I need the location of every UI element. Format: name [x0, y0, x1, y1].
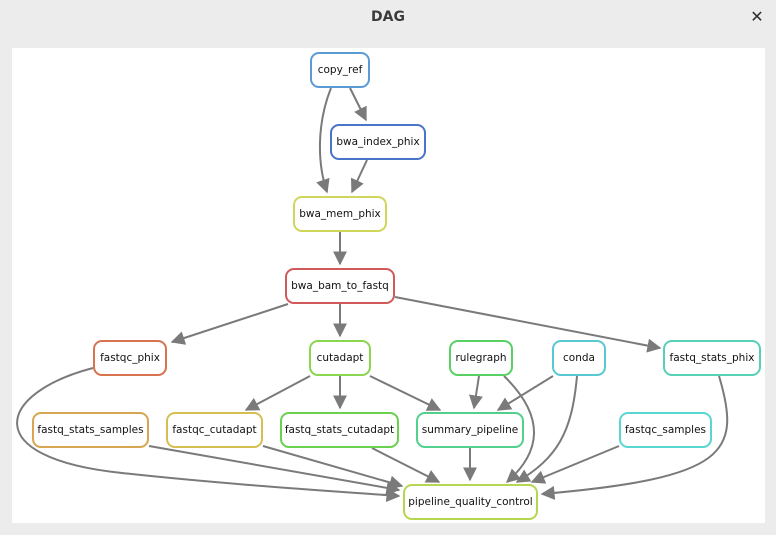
dag-edges — [16, 87, 729, 503]
edge-copy-ref-to-bwa-mem-phix — [316, 87, 332, 194]
edge-cutadapt-to-fastqc-cutadapt — [244, 375, 311, 411]
node-label: bwa_index_phix — [336, 136, 420, 148]
edge-conda-to-summary-pipeline — [496, 375, 554, 411]
node-label: bwa_mem_phix — [299, 208, 381, 220]
close-icon[interactable]: ✕ — [750, 7, 764, 26]
node-label: cutadapt — [316, 352, 364, 364]
node-label: fastqc_cutadapt — [172, 424, 257, 436]
edge-bwa-index-phix-to-bwa-mem-phix — [351, 159, 368, 194]
edge-fastqc-samples-to-pipeline-quality-control — [530, 445, 620, 484]
node-bwa-bam-to-fastq[interactable]: bwa_bam_to_fastq — [285, 268, 395, 304]
node-fastqc-samples[interactable]: fastqc_samples — [619, 412, 712, 448]
node-fastq-stats-cutadapt[interactable]: fastq_stats_cutadapt — [280, 412, 399, 448]
node-pipeline-quality-control[interactable]: pipeline_quality_control — [403, 484, 538, 520]
edge-bwa-bam-to-fastq-to-fastq-stats-phix — [394, 296, 662, 353]
edge-fastq-stats-cutadapt-to-pipeline-quality-control — [371, 447, 441, 483]
node-label: bwa_bam_to_fastq — [291, 280, 389, 292]
node-bwa-index-phix[interactable]: bwa_index_phix — [330, 124, 426, 160]
edge-fastqc-phix-to-pipeline-quality-control — [16, 367, 401, 503]
node-conda[interactable]: conda — [552, 340, 606, 376]
window-title: DAG — [371, 9, 405, 25]
node-fastq-stats-samples[interactable]: fastq_stats_samples — [32, 412, 149, 448]
node-fastq-stats-phix[interactable]: fastq_stats_phix — [663, 340, 761, 376]
edge-copy-ref-to-bwa-index-phix — [349, 87, 367, 122]
edge-bwa-bam-to-fastq-to-fastqc-phix — [170, 303, 289, 345]
edge-fastq-stats-phix-to-pipeline-quality-control — [540, 375, 729, 500]
dag-canvas: copy_ref bwa_index_phix bwa_mem_phix bwa… — [12, 48, 765, 523]
edge-fastqc-cutadapt-to-pipeline-quality-control — [262, 445, 404, 490]
node-label: summary_pipeline — [421, 424, 519, 436]
node-summary-pipeline[interactable]: summary_pipeline — [416, 412, 524, 448]
node-label: conda — [563, 352, 595, 364]
node-bwa-mem-phix[interactable]: bwa_mem_phix — [293, 196, 387, 232]
node-label: rulegraph — [455, 352, 507, 364]
edge-rulegraph-to-summary-pipeline — [469, 375, 483, 410]
edge-cutadapt-to-summary-pipeline — [369, 375, 442, 411]
edge-fastq-stats-samples-to-pipeline-quality-control — [148, 445, 401, 495]
node-label: fastq_stats_phix — [669, 352, 755, 364]
node-label: pipeline_quality_control — [408, 496, 533, 508]
node-copy-ref[interactable]: copy_ref — [310, 52, 370, 88]
node-label: fastqc_samples — [624, 424, 707, 436]
node-label: fastq_stats_samples — [37, 424, 144, 436]
node-fastqc-cutadapt[interactable]: fastqc_cutadapt — [166, 412, 263, 448]
node-label: fastq_stats_cutadapt — [284, 424, 395, 436]
node-fastqc-phix[interactable]: fastqc_phix — [93, 340, 167, 376]
edge-conda-to-pipeline-quality-control — [515, 375, 578, 483]
node-label: fastqc_phix — [100, 352, 160, 364]
node-rulegraph[interactable]: rulegraph — [449, 340, 513, 376]
title-bar: DAG ✕ — [0, 0, 776, 36]
node-label: copy_ref — [317, 64, 363, 76]
node-cutadapt[interactable]: cutadapt — [309, 340, 371, 376]
